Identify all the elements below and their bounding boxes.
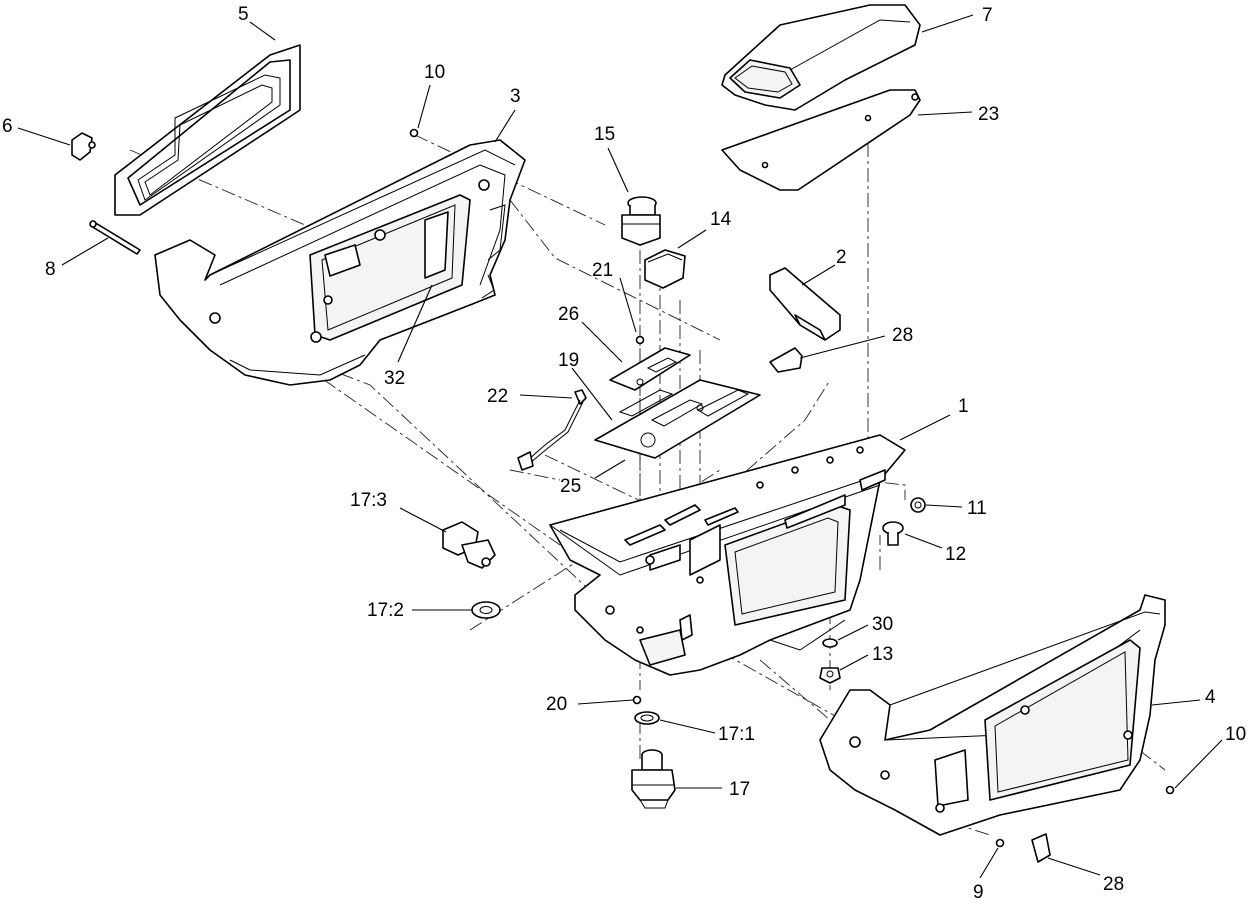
callout-7: 7 (982, 5, 993, 26)
callout-23: 23 (978, 104, 999, 125)
callout-21: 21 (592, 260, 613, 281)
part-17-2-ring (471, 601, 501, 619)
part-30-washer (822, 638, 838, 648)
part-21-screw (635, 335, 645, 345)
part-5-gasket (114, 44, 301, 216)
part-9-screw (995, 838, 1005, 848)
part-22-harness (517, 389, 587, 471)
callout-26: 26 (558, 304, 579, 325)
callout-15: 15 (594, 124, 615, 145)
part-26-plate (609, 347, 691, 391)
part-17-3-key-switch (442, 521, 496, 569)
callout-25: 25 (560, 476, 581, 497)
callout-10-upper: 10 (424, 62, 445, 83)
part-1-console-frame (549, 434, 906, 676)
callout-17-3: 17:3 (350, 490, 387, 511)
callout-14: 14 (710, 209, 732, 230)
part-3-left-cover (154, 139, 526, 386)
part-15-push-switch (621, 196, 661, 246)
part-10-screw-lower (1165, 785, 1175, 795)
part-8-pin (89, 220, 141, 255)
part-2-switch-housing (769, 267, 841, 341)
callout-labels: 7 5 10 3 23 6 15 14 2 21 8 26 28 19 32 2… (2, 4, 1246, 903)
callout-6: 6 (2, 116, 13, 137)
part-19-25-plates (594, 379, 761, 459)
callout-9: 9 (973, 882, 984, 903)
callout-8: 8 (45, 259, 56, 280)
part-28-cap-lower (1031, 833, 1051, 863)
callout-22: 22 (487, 386, 508, 407)
part-17-1-ring (634, 711, 660, 725)
leader-lines (17, 14, 1223, 879)
callout-12: 12 (945, 544, 966, 565)
part-6-clip (71, 132, 96, 161)
part-20-screw (632, 695, 642, 705)
callout-5: 5 (238, 4, 249, 25)
callout-3: 3 (510, 86, 521, 107)
part-4-right-cover (819, 594, 1166, 836)
callout-19: 19 (558, 350, 579, 371)
callout-11: 11 (967, 498, 987, 519)
callout-13: 13 (872, 644, 893, 665)
callout-28-lower: 28 (1103, 874, 1124, 895)
callout-4: 4 (1205, 687, 1216, 708)
part-17-ignition-switch (631, 749, 676, 809)
callout-2: 2 (836, 247, 847, 268)
callout-17-2: 17:2 (367, 600, 404, 621)
part-13-nut (819, 667, 841, 684)
part-11-nut (910, 497, 926, 513)
part-14-rocker-switch (644, 249, 686, 289)
callout-28-upper: 28 (892, 325, 913, 346)
callout-30: 30 (872, 614, 893, 635)
callout-17: 17 (729, 779, 750, 800)
callout-32: 32 (384, 368, 405, 389)
callout-17-1: 17:1 (718, 724, 755, 745)
part-23-armrest-plate (721, 89, 921, 191)
callout-20: 20 (546, 694, 567, 715)
part-7-armrest (721, 4, 921, 111)
part-28-cap-upper (769, 347, 803, 373)
part-10-screw-upper (409, 128, 419, 138)
callout-10-lower: 10 (1225, 724, 1246, 745)
part-12-plug (882, 521, 904, 546)
callout-1: 1 (958, 396, 969, 417)
